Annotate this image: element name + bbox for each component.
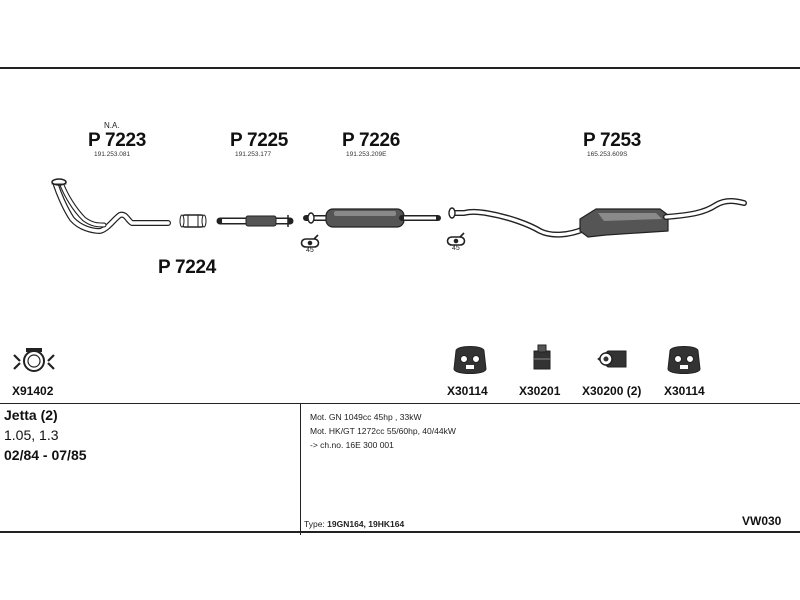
part-code-front-pipe[interactable]: P 7223 (88, 130, 147, 151)
rubber-hanger-icon (453, 346, 487, 374)
accessory-code-rubber-hanger[interactable]: X30114 (664, 384, 705, 398)
vehicle-engines: 1.05, 1.3 (4, 427, 59, 443)
clamp-icon (13, 348, 55, 372)
part-code-intermediate-pipe[interactable]: P 7225 (230, 130, 289, 151)
chassis-number-line: -> ch.no. 16E 300 001 (310, 440, 394, 450)
hanger-clip-icon (446, 232, 466, 246)
intermediate-pipe-drawing (216, 215, 294, 227)
part-code-rear-silencer[interactable]: P 7253 (583, 130, 642, 151)
exhaust-diagram-sheet: N.A. P 7223 191.253.081 P 7225 191.253.1… (0, 67, 800, 535)
part-oem-middle-silencer: 191.253.209E (346, 151, 387, 158)
exhaust-system-drawing (13, 178, 747, 374)
engine-spec-line: Mot. GN 1049cc 45hp , 33kW (310, 412, 422, 422)
angle-label: 45 (306, 247, 314, 254)
rear-silencer-drawing (448, 198, 747, 238)
table-divider-vertical (300, 403, 301, 535)
hanger-clip-icon (300, 234, 320, 248)
diagram-id: VW030 (742, 514, 782, 528)
part-note-na: N.A. (104, 121, 120, 130)
rubber-hanger-icon (667, 346, 701, 374)
accessory-code-clamp[interactable]: X91402 (12, 384, 54, 398)
connecting-sleeve-drawing (179, 214, 207, 228)
accessory-code-mounting-bush[interactable]: X30201 (519, 384, 561, 398)
type-line: Type: 19GN164, 19HK164 (304, 519, 404, 529)
part-oem-front-pipe: 191.253.081 (94, 151, 131, 158)
type-label: Type: (304, 519, 325, 529)
angle-label: 45 (452, 245, 460, 252)
accessory-code-rubber-hanger[interactable]: X30114 (447, 384, 488, 398)
type-value: 19GN164, 19HK164 (327, 519, 405, 529)
accessory-code-mounting-ring[interactable]: X30200 (2) (582, 384, 642, 398)
middle-silencer-drawing (303, 208, 441, 228)
part-oem-rear-silencer: 165.253.609S (587, 151, 628, 158)
mounting-bush-icon (533, 344, 551, 370)
vehicle-model: Jetta (2) (4, 407, 58, 423)
part-code-middle-silencer[interactable]: P 7226 (342, 130, 401, 151)
vehicle-years: 02/84 - 07/85 (4, 447, 87, 463)
mounting-ring-icon (597, 350, 627, 368)
table-divider-horizontal (0, 403, 800, 404)
front-pipe-drawing (51, 178, 171, 234)
part-code-connecting-sleeve[interactable]: P 7224 (158, 257, 217, 278)
engine-spec-line: Mot. HK/GT 1272cc 55/60hp, 40/44kW (310, 426, 456, 436)
part-oem-intermediate-pipe: 191.253.177 (235, 151, 272, 158)
